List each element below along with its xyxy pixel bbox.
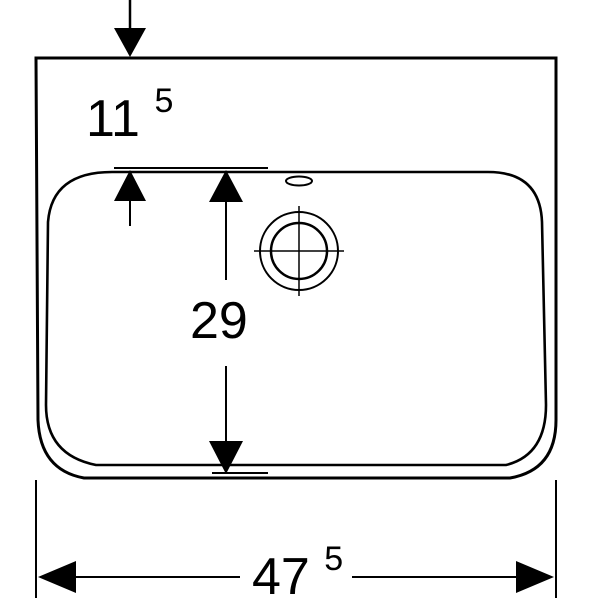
basin-depth-dimension xyxy=(209,170,243,474)
basin-depth-label: 29 xyxy=(190,292,248,350)
top-margin-label: 11 5 xyxy=(86,82,173,148)
top-margin-label-sup: 5 xyxy=(154,82,173,120)
width-arrowhead-left xyxy=(38,561,76,593)
top-margin-label-main: 11 xyxy=(86,90,140,148)
basin-depth-arrowhead-top xyxy=(209,170,243,202)
basin-bowl-outline xyxy=(44,170,548,467)
basin-depth-arrowhead-bottom xyxy=(209,441,243,474)
top-margin-arrowhead xyxy=(114,170,146,201)
top-reference-arrow xyxy=(114,0,146,57)
overall-width-dimension xyxy=(38,561,554,593)
overall-width-label-sup: 5 xyxy=(324,540,343,578)
overflow-slot xyxy=(285,175,313,187)
width-arrowhead-right xyxy=(516,561,554,593)
top-arrowhead xyxy=(114,28,146,57)
overall-width-label-main: 47 xyxy=(252,548,310,598)
top-margin-dimension-arrow xyxy=(114,170,146,226)
basin-depth-label-main: 29 xyxy=(190,292,248,350)
overall-width-label: 47 5 xyxy=(252,540,343,598)
drain-symbol xyxy=(254,206,344,296)
sink-outer-outline xyxy=(34,56,558,480)
